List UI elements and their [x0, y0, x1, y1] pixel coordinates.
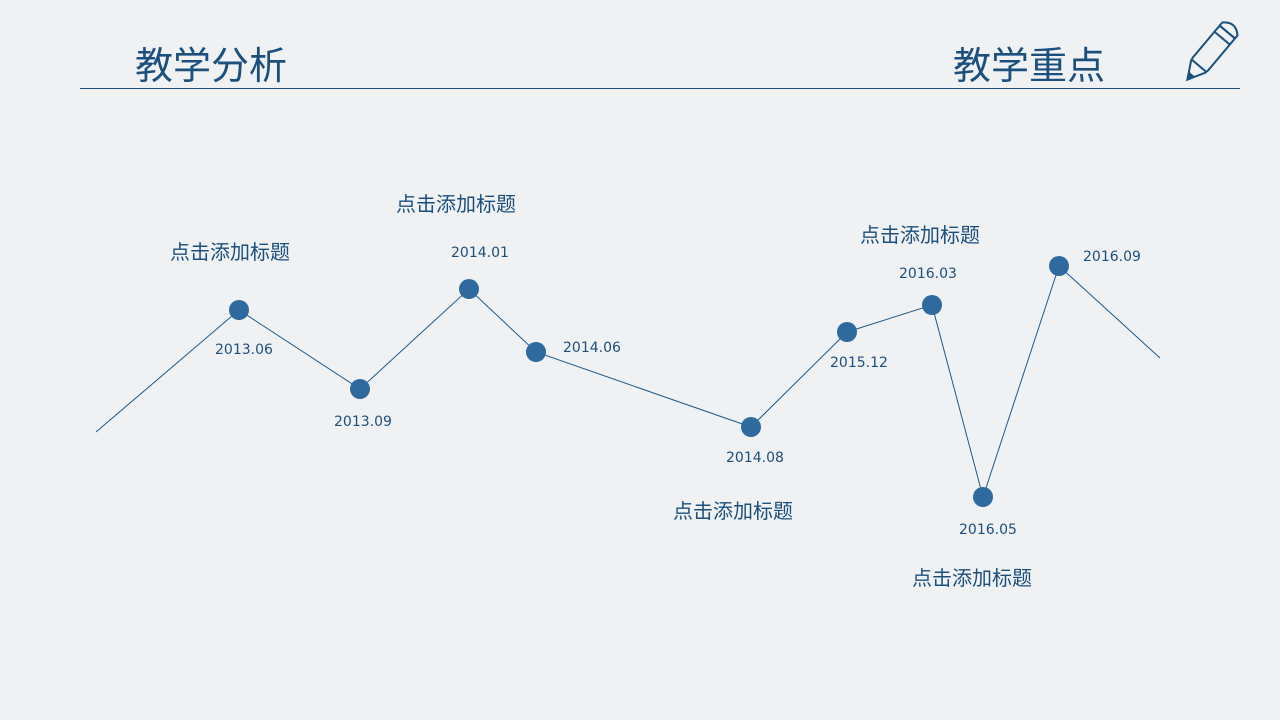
- date-label: 2016.05: [959, 522, 1017, 538]
- caption: 点击添加标题: [860, 223, 980, 247]
- caption: 点击添加标题: [912, 566, 1032, 590]
- caption: 点击添加标题: [396, 192, 516, 216]
- date-label: 2013.09: [334, 414, 392, 430]
- timeline-dot: [229, 300, 249, 320]
- timeline-dot: [837, 322, 857, 342]
- date-label: 2015.12: [830, 355, 888, 371]
- date-label: 2014.08: [726, 450, 784, 466]
- header-divider: [80, 88, 1240, 89]
- timeline-dot: [350, 379, 370, 399]
- pencil-icon: [1185, 21, 1239, 82]
- caption: 点击添加标题: [673, 499, 793, 523]
- date-label: 2016.03: [899, 266, 957, 282]
- timeline-dot: [973, 487, 993, 507]
- date-label: 2016.09: [1083, 249, 1141, 265]
- caption: 点击添加标题: [170, 240, 290, 264]
- date-label: 2013.06: [215, 342, 273, 358]
- timeline-line: [95, 265, 1161, 499]
- right-title: 教学重点: [953, 44, 1106, 88]
- timeline-dot: [922, 295, 942, 315]
- left-title: 教学分析: [135, 44, 288, 88]
- timeline-dot: [741, 417, 761, 437]
- timeline-dot: [1049, 256, 1069, 276]
- date-label: 2014.01: [451, 245, 509, 261]
- date-label: 2014.06: [563, 340, 621, 356]
- timeline-dot: [526, 342, 546, 362]
- timeline-dot: [459, 279, 479, 299]
